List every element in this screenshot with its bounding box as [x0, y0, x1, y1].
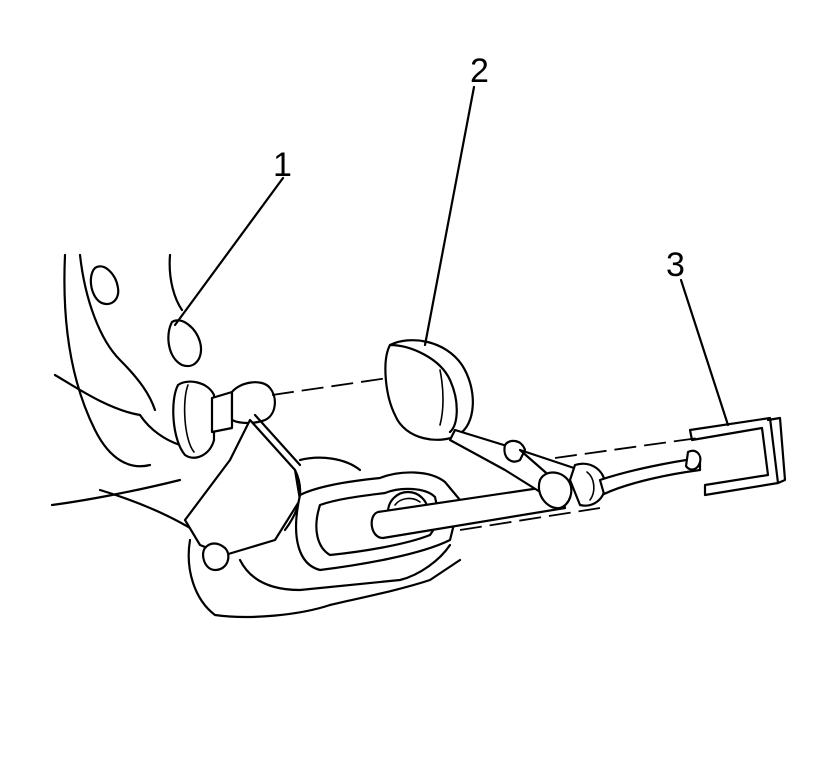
callout-1-label: 1: [273, 146, 292, 184]
leader-line-2: [423, 85, 476, 347]
leader-line-1: [173, 176, 285, 327]
leader-lines: [173, 85, 730, 427]
lever-handle: [598, 416, 787, 497]
leader-line-3: [679, 278, 730, 427]
callout-3-label: 3: [666, 246, 685, 284]
oval-stud: [167, 319, 203, 368]
housing: [50, 253, 184, 507]
alignment-lines: [271, 377, 699, 531]
ball-stud: [172, 380, 276, 459]
callout-2-label: 2: [470, 52, 489, 90]
separator-tool: [384, 339, 607, 510]
control-arm: [98, 413, 462, 619]
